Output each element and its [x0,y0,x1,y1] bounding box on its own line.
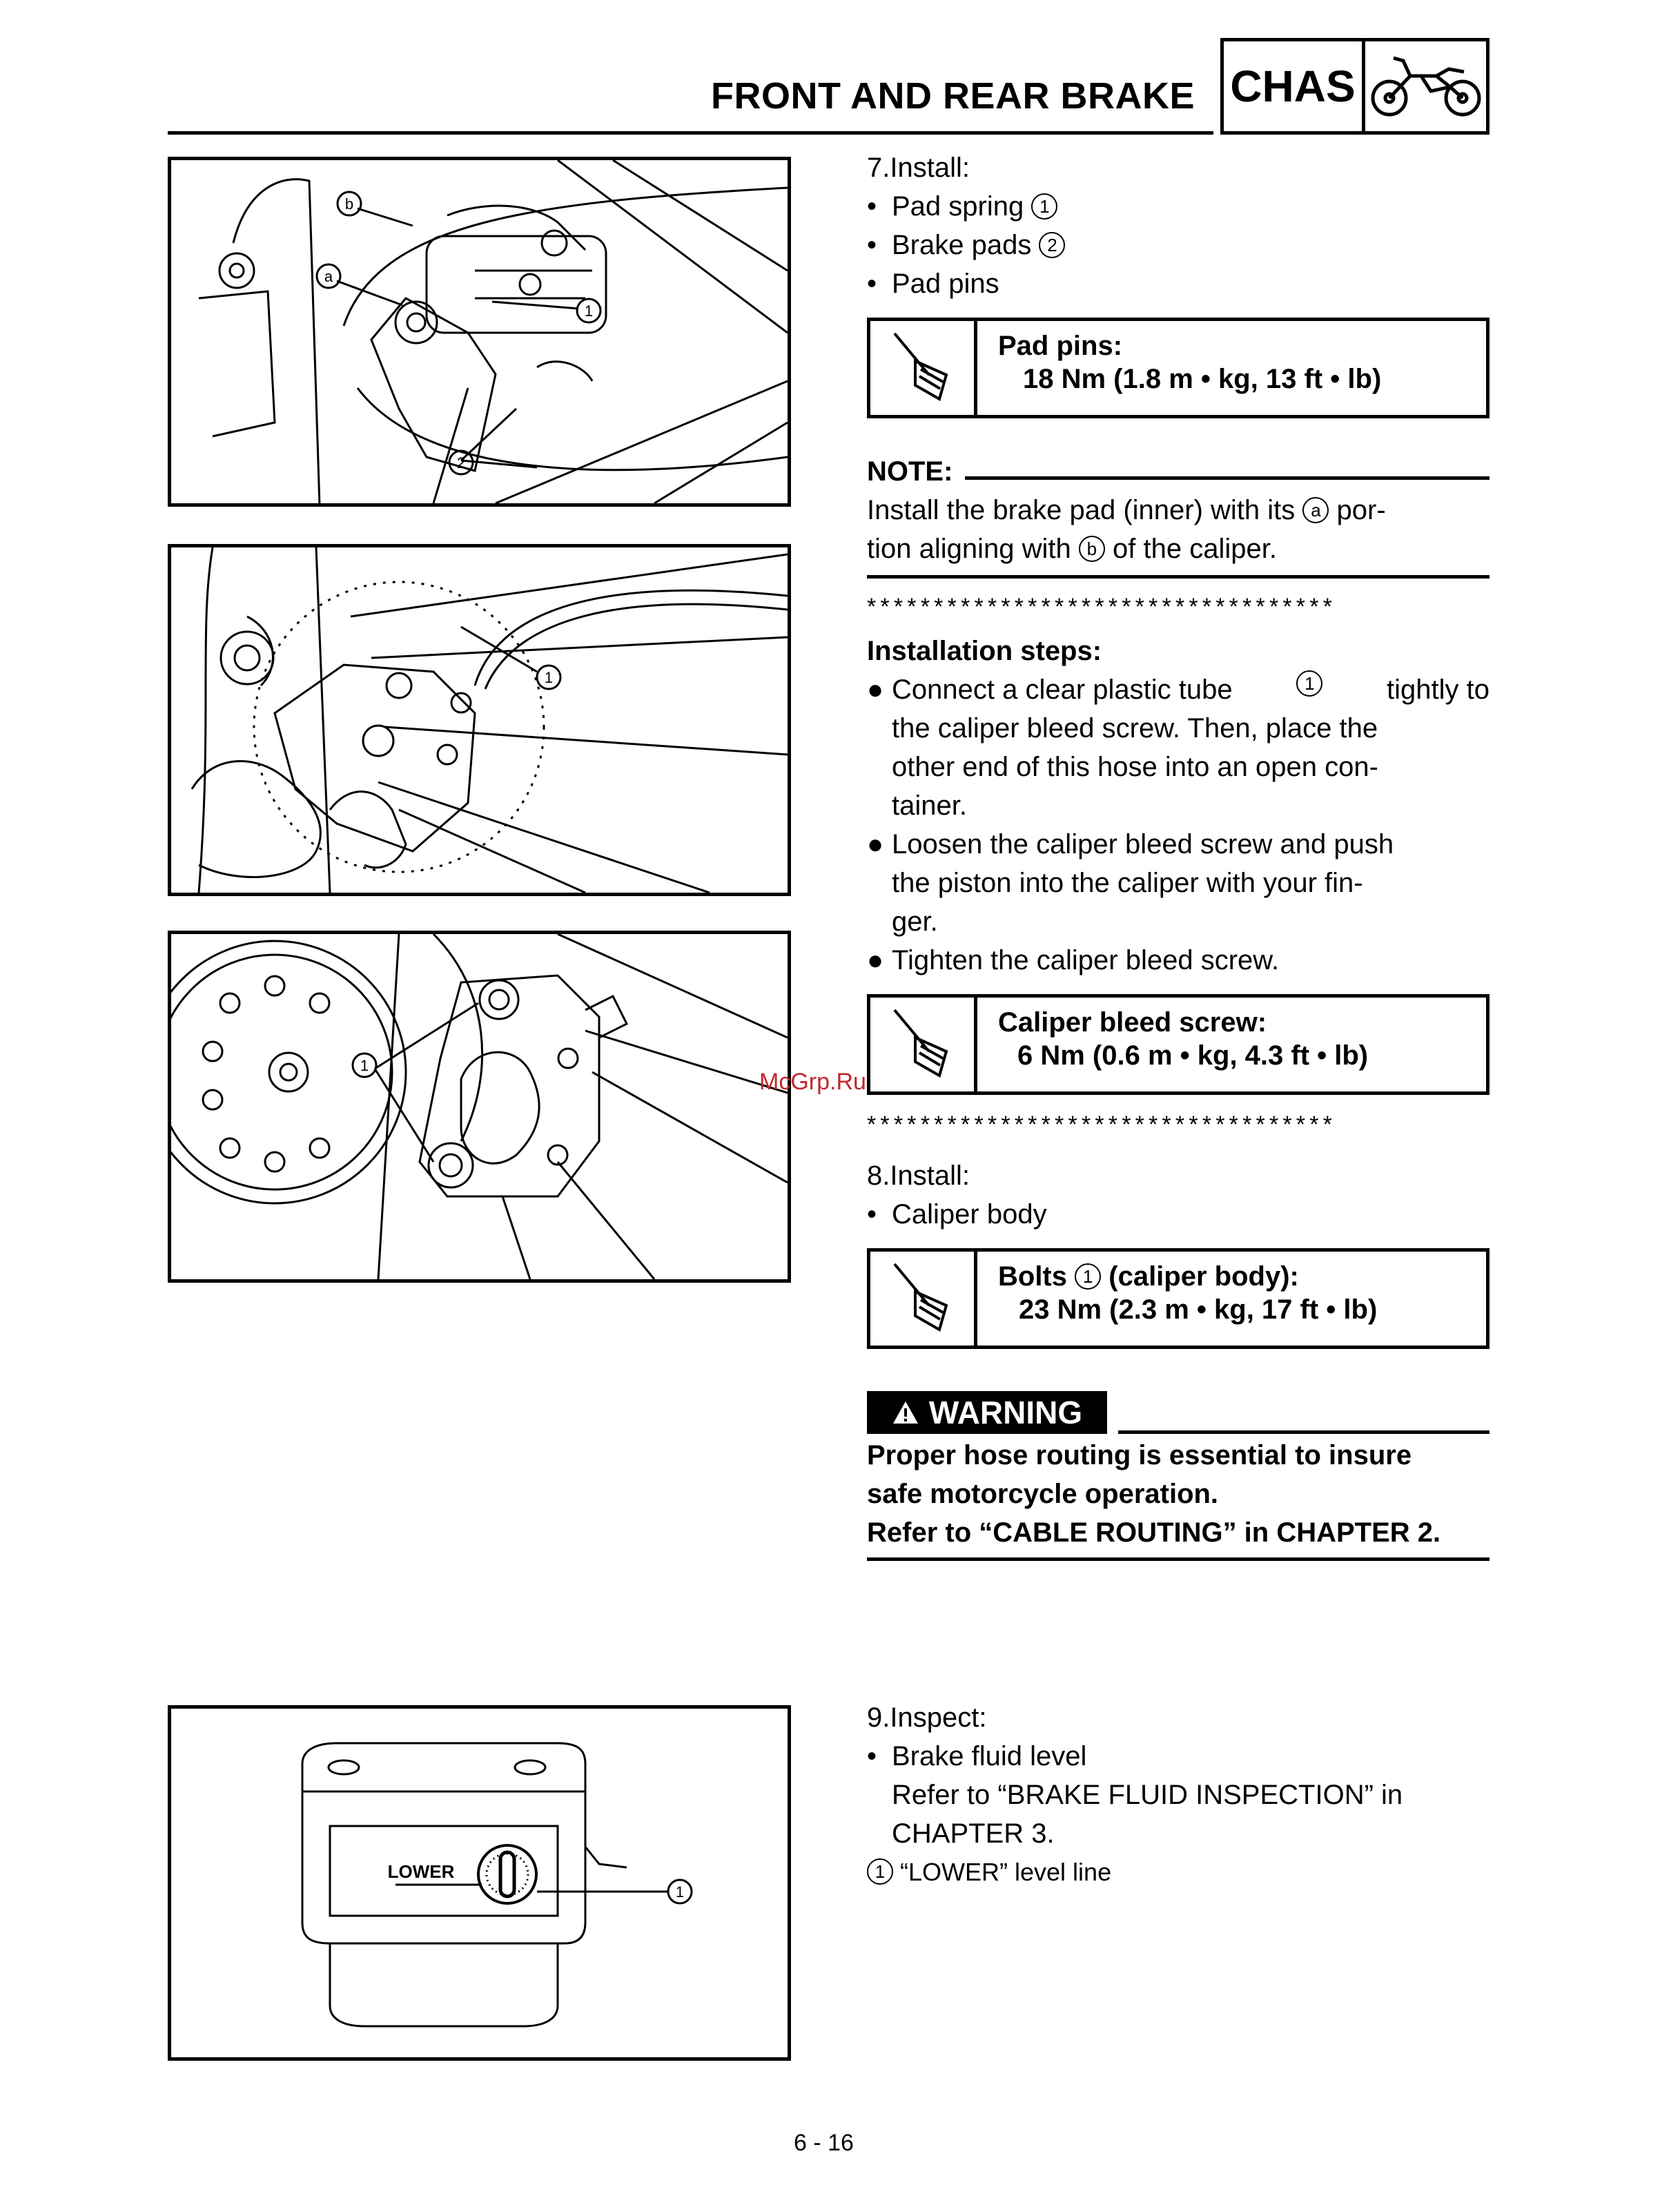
warning-end-rule [867,1557,1489,1561]
callout-marker: 1 [1075,1263,1102,1290]
warning-rule [1118,1430,1489,1434]
item-label: Pad spring [892,191,1024,222]
legend-line: 1 “LOWER” level line [867,1853,1489,1892]
bullet-icon: ● [867,674,884,705]
item-label: Brake pads [892,230,1032,260]
callout-marker: 2 [1039,232,1066,258]
callout-marker: 1 [1296,670,1323,697]
step-9-heading: 9.Inspect: [867,1702,987,1733]
warning-label: WARNING [928,1395,1083,1430]
lower-level-label: LOWER [388,1861,455,1882]
figure-pad-installation: b a 1 2 [168,157,791,507]
header-rule [168,131,1213,135]
separator-stars: *********************************** [867,1111,1337,1138]
warning-text: Proper hose routing is essential to insu… [867,1436,1489,1561]
callout-1: 1 [585,302,593,320]
item-label: Caliper body [892,1199,1047,1230]
list-item: • Pad spring 1 [867,187,1488,226]
installation-steps: Installation steps: ● Connect a clear pl… [867,632,1489,980]
step-8: 8.Install: • Caliper body [867,1156,1488,1234]
callout-a: a [324,268,333,285]
callout-b: b [345,195,353,213]
caliper-pad-illustration: b a 1 2 [198,160,788,503]
list-item: ● Loosen the caliper bleed screw and pus… [867,825,1489,941]
reservoir-illustration: LOWER 1 [301,1742,693,2028]
separator-stars: *********************************** [867,594,1337,620]
list-item: ● Connect a clear plastic tube 1 tightly… [867,670,1489,825]
note-line: tion aligning with b of the caliper. [867,534,1277,564]
caliper-body-illustration: 1 [171,934,788,1279]
note-block: NOTE: Install the brake pad (inner) with… [867,452,1489,579]
installation-heading: Installation steps: [867,636,1102,666]
bullet-icon: ● [867,945,884,975]
bullet-icon: ● [867,829,884,860]
torque-wrench-icon [870,998,977,1091]
spec-value: 6 Nm (0.6 m • kg, 4.3 ft • lb) [1017,1040,1369,1071]
callout-marker: a [1302,497,1329,523]
bullet-icon: • [867,269,877,299]
item-label: Pad pins [892,269,999,299]
reference-line: Refer to “BRAKE FLUID INSPECTION” in [892,1780,1403,1810]
bullet-icon: • [867,230,877,260]
list-item: • Brake pads 2 [867,226,1488,264]
section-tab: CHAS [1220,38,1489,135]
torque-spec-pad-pins: Pad pins: 18 Nm (1.8 m • kg, 13 ft • lb) [867,318,1489,418]
spec-label: Bolts 1 (caliper body): [998,1261,1299,1292]
callout-1: 1 [360,1057,369,1074]
bullet-icon: • [867,191,877,222]
figure-fluid-reservoir: LOWER 1 [168,1705,791,2061]
page-number: 6 - 16 [794,2130,854,2156]
bullet-icon: • [867,1741,877,1771]
torque-spec-caliper-bolts: Bolts 1 (caliper body): 23 Nm (2.3 m • k… [867,1248,1489,1349]
step-7: 7.Install: • Pad spring 1 • Brake pads 2… [867,148,1488,303]
step-8-heading: 8.Install: [867,1161,970,1191]
reference-line: CHAPTER 3. [892,1818,1055,1849]
figure-bleed-tube: 1 [168,544,791,896]
spec-value: 23 Nm (2.3 m • kg, 17 ft • lb) [1019,1294,1378,1325]
note-end-rule [867,575,1489,579]
page-title: FRONT AND REAR BRAKE [711,75,1195,117]
callout-marker: 1 [867,1858,893,1885]
bleed-tube-illustration: 1 [191,547,788,893]
figure-caliper-bolts: 1 [168,931,791,1283]
bullet-icon: • [867,1199,877,1230]
warning-icon [892,1401,918,1424]
list-item: • Brake fluid level [867,1737,1489,1776]
note-line: Install the brake pad (inner) with its a… [867,495,1386,525]
step-9: 9.Inspect: • Brake fluid level Refer to … [867,1698,1489,1892]
callout-marker: b [1078,536,1105,562]
watermark: McGrp.Ru [759,1069,866,1095]
list-item: • Caliper body [867,1195,1488,1234]
section-label: CHAS [1224,41,1365,131]
spec-value: 18 Nm (1.8 m • kg, 13 ft • lb) [1023,364,1382,394]
note-rule [965,476,1489,480]
warning-badge: WARNING [867,1391,1107,1434]
callout-marker: 1 [1031,193,1058,220]
list-item: ● Tighten the caliper bleed screw. [867,941,1489,980]
torque-spec-bleed-screw: Caliper bleed screw: 6 Nm (0.6 m • kg, 4… [867,994,1489,1095]
spec-label: Pad pins: [998,331,1123,361]
callout-1: 1 [545,669,553,686]
list-item: • Pad pins [867,264,1488,303]
torque-wrench-icon [870,321,977,415]
torque-wrench-icon [870,1252,977,1346]
motorcycle-icon [1365,41,1486,131]
item-label: Brake fluid level [892,1741,1087,1771]
note-label: NOTE: [867,456,953,487]
callout-2: 2 [457,454,465,472]
spec-label: Caliper bleed screw: [998,1007,1267,1038]
step-7-heading: 7.Install: [867,153,970,183]
callout-1: 1 [676,1883,684,1901]
